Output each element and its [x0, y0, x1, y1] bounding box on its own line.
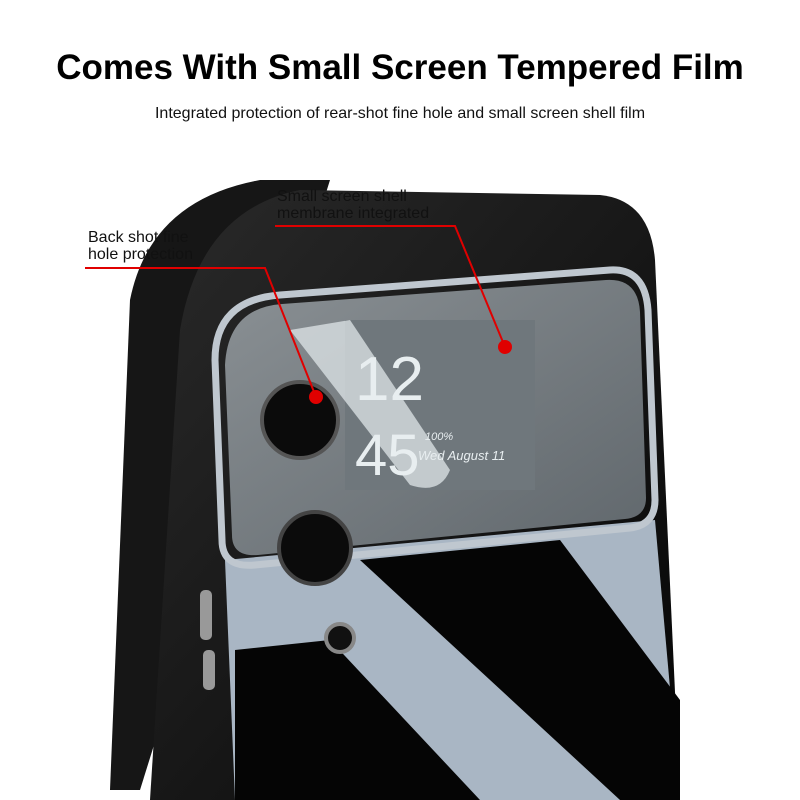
callout-text: membrane integrated	[277, 205, 430, 222]
clock-hour: 12	[355, 345, 424, 414]
camera-lens-bottom	[277, 510, 353, 586]
battery-text: 100%	[425, 431, 453, 443]
callout-text: Small screen shell	[277, 188, 407, 205]
reflection-stripe-2	[235, 640, 480, 800]
glass-reflection	[290, 320, 450, 488]
callout-screen-film: Small screen shell membrane integrated	[277, 188, 429, 222]
cover-screen-frame	[211, 266, 659, 569]
callout-text: hole protection	[88, 246, 193, 263]
side-button	[200, 590, 212, 640]
page-title: Comes With Small Screen Tempered Film	[56, 48, 744, 87]
callout-line-screen	[275, 225, 506, 348]
page-subtitle: Integrated protection of rear-shot fine …	[154, 105, 646, 122]
date-text: Wed August 11	[418, 448, 505, 463]
callout-dot-screen	[498, 340, 512, 354]
flash	[324, 622, 356, 654]
callout-text: Back shot fine	[88, 229, 189, 246]
reflection-stripe	[360, 540, 680, 800]
callout-dot-camera	[309, 390, 323, 404]
camera-lens-top	[260, 380, 340, 460]
callout-camera-protection: Back shot fine hole protection	[88, 229, 193, 263]
clock-minute: 45	[355, 423, 420, 488]
side-button	[203, 650, 215, 690]
callout-line-camera	[85, 267, 317, 398]
